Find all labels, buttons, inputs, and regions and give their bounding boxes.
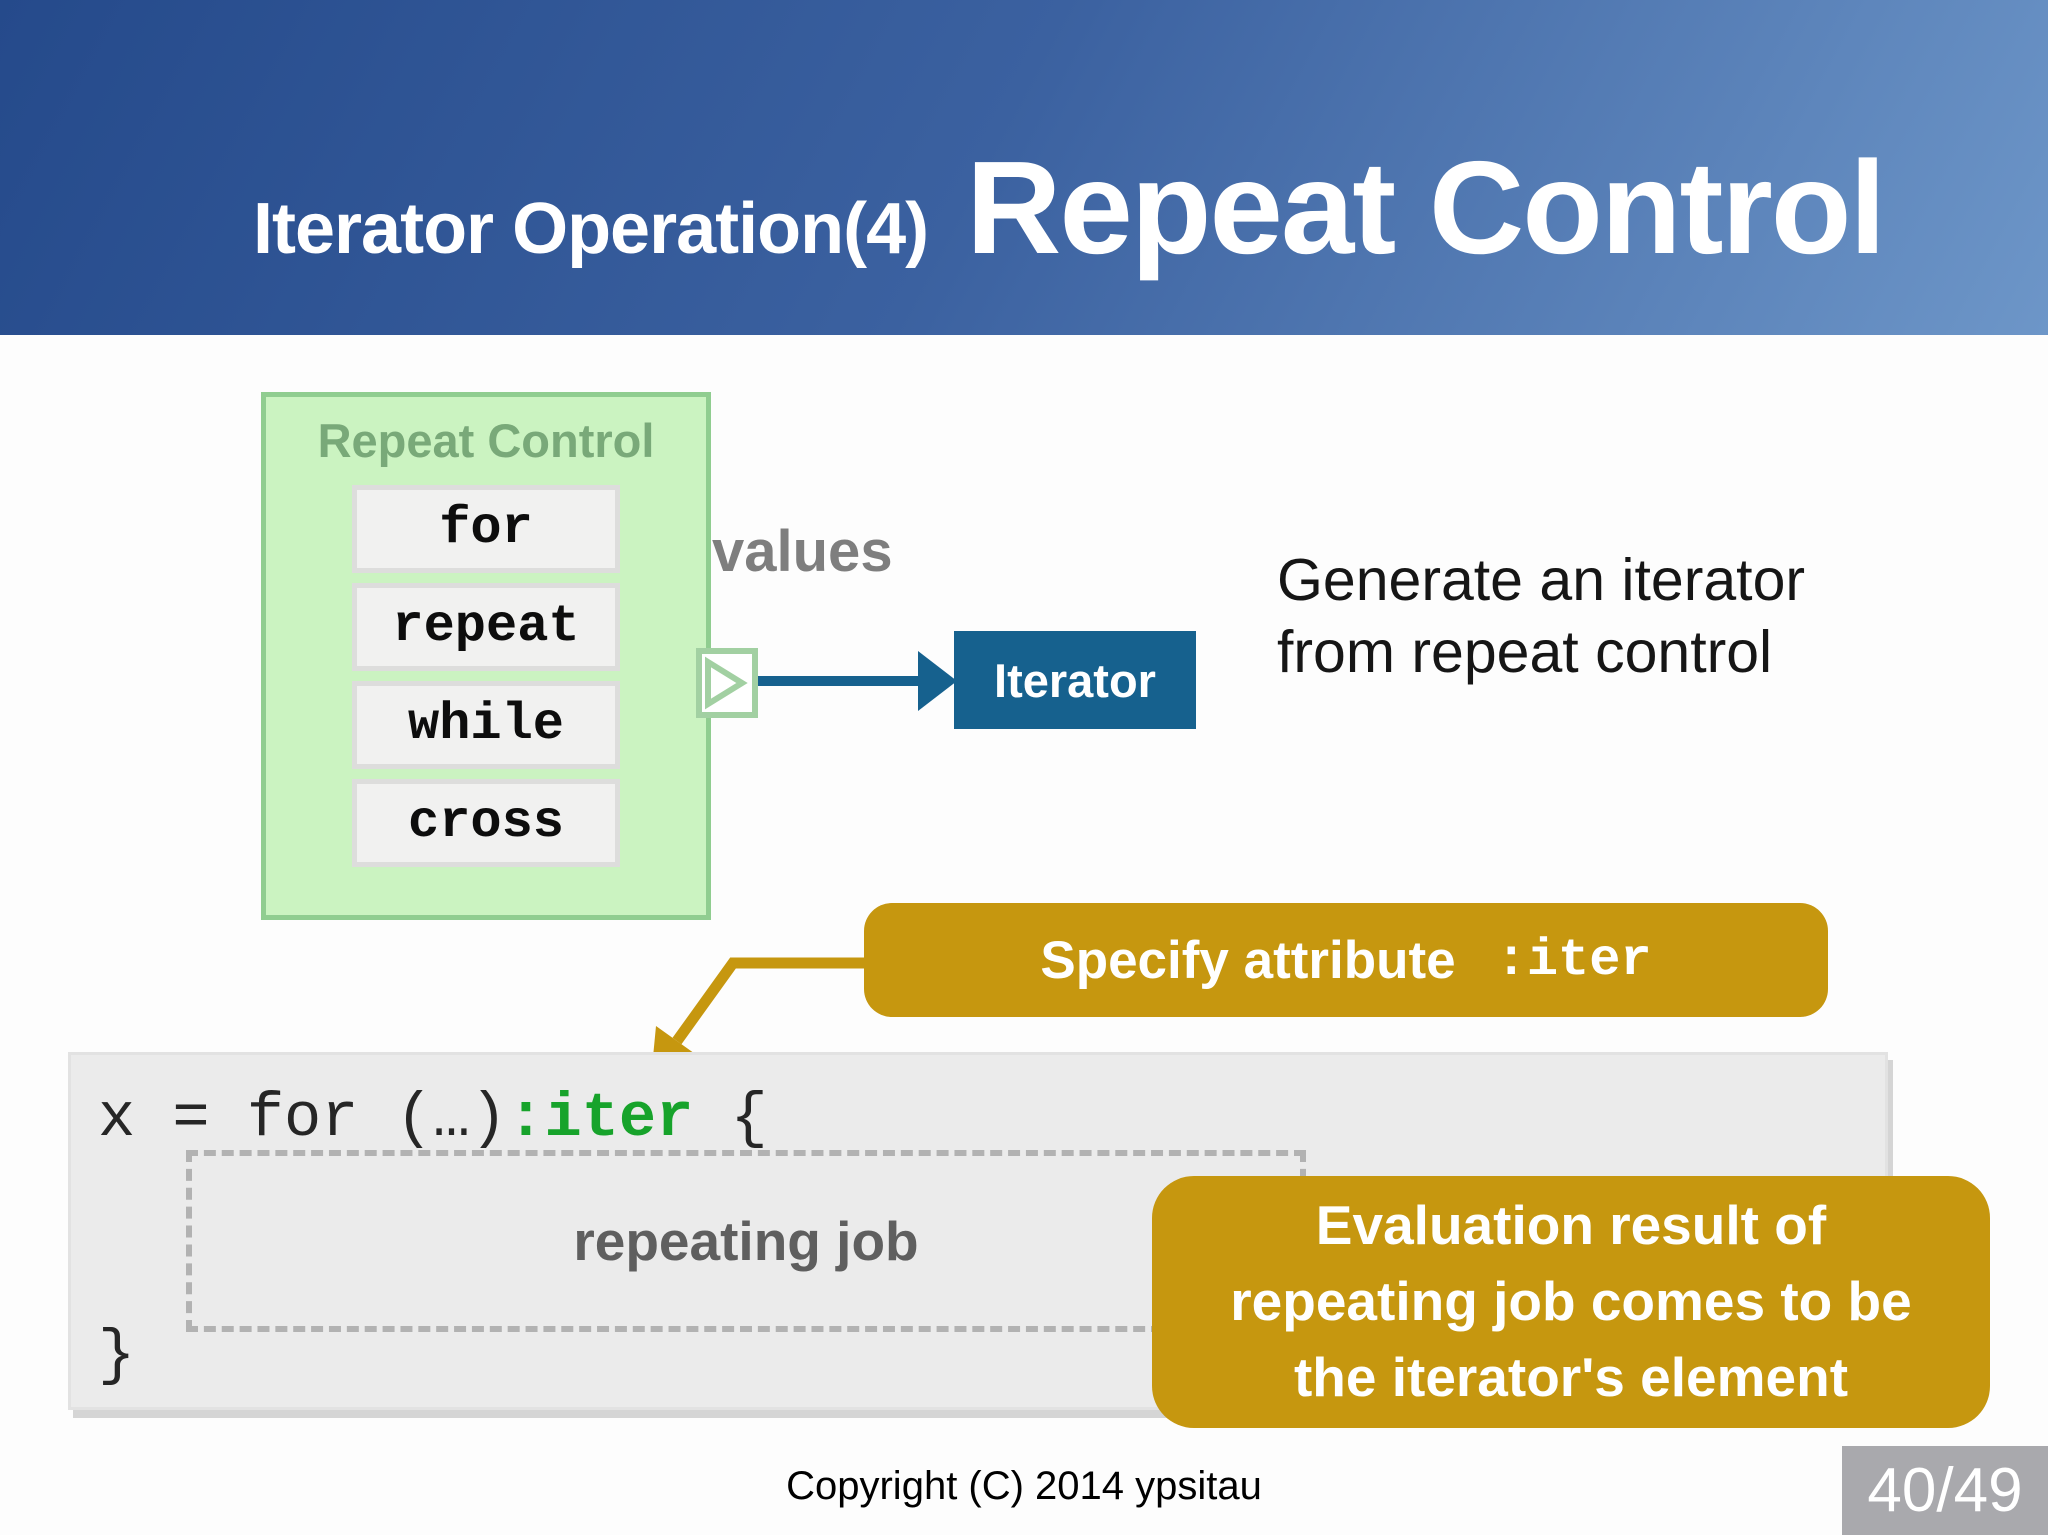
code-line: x = for (…):iter { bbox=[98, 1083, 768, 1154]
code-attr-iter: :iter bbox=[507, 1083, 694, 1154]
slide-header: Iterator Operation(4) Repeat Control bbox=[0, 0, 2048, 335]
copyright-text: Copyright (C) 2014 ypsitau bbox=[786, 1464, 1262, 1508]
code-close-brace: } bbox=[98, 1320, 136, 1391]
slide-subtitle: Iterator Operation(4) bbox=[253, 189, 929, 269]
values-label: values bbox=[712, 519, 893, 584]
evaluation-result-callout: Evaluation result of repeating job comes… bbox=[1152, 1176, 1990, 1428]
code-suffix: { bbox=[693, 1083, 768, 1154]
page-number: 40/49 bbox=[1842, 1446, 2048, 1535]
iterator-node: Iterator bbox=[954, 631, 1196, 729]
repeat-control-title: Repeat Control bbox=[317, 414, 655, 467]
title-row: Iterator Operation(4) Repeat Control bbox=[253, 132, 1886, 283]
repeat-control-box: Repeat Control for repeat while cross bbox=[261, 392, 711, 920]
specify-attribute-callout: Specify attribute :iter bbox=[864, 903, 1828, 1017]
callout-arrow-line bbox=[672, 957, 866, 1045]
code-prefix: x = for (…) bbox=[98, 1083, 508, 1154]
repeat-control-item-for: for bbox=[352, 484, 620, 573]
repeat-control-item-while: while bbox=[352, 680, 620, 769]
specify-attribute-text: Specify attribute bbox=[1040, 930, 1456, 990]
slide-title: Repeat Control bbox=[966, 134, 1886, 281]
repeating-job-label: repeating job bbox=[573, 1210, 919, 1272]
values-arrow-head-icon bbox=[918, 651, 957, 711]
port-triangle-icon bbox=[705, 656, 748, 710]
output-port-icon bbox=[696, 648, 758, 718]
repeating-job-box: repeating job bbox=[186, 1150, 1306, 1332]
diagram-caption: Generate an iterator from repeat control bbox=[1277, 547, 1806, 685]
specify-attribute-code: :iter bbox=[1495, 930, 1652, 990]
repeat-control-item-repeat: repeat bbox=[352, 582, 620, 671]
repeat-control-item-cross: cross bbox=[352, 778, 620, 867]
